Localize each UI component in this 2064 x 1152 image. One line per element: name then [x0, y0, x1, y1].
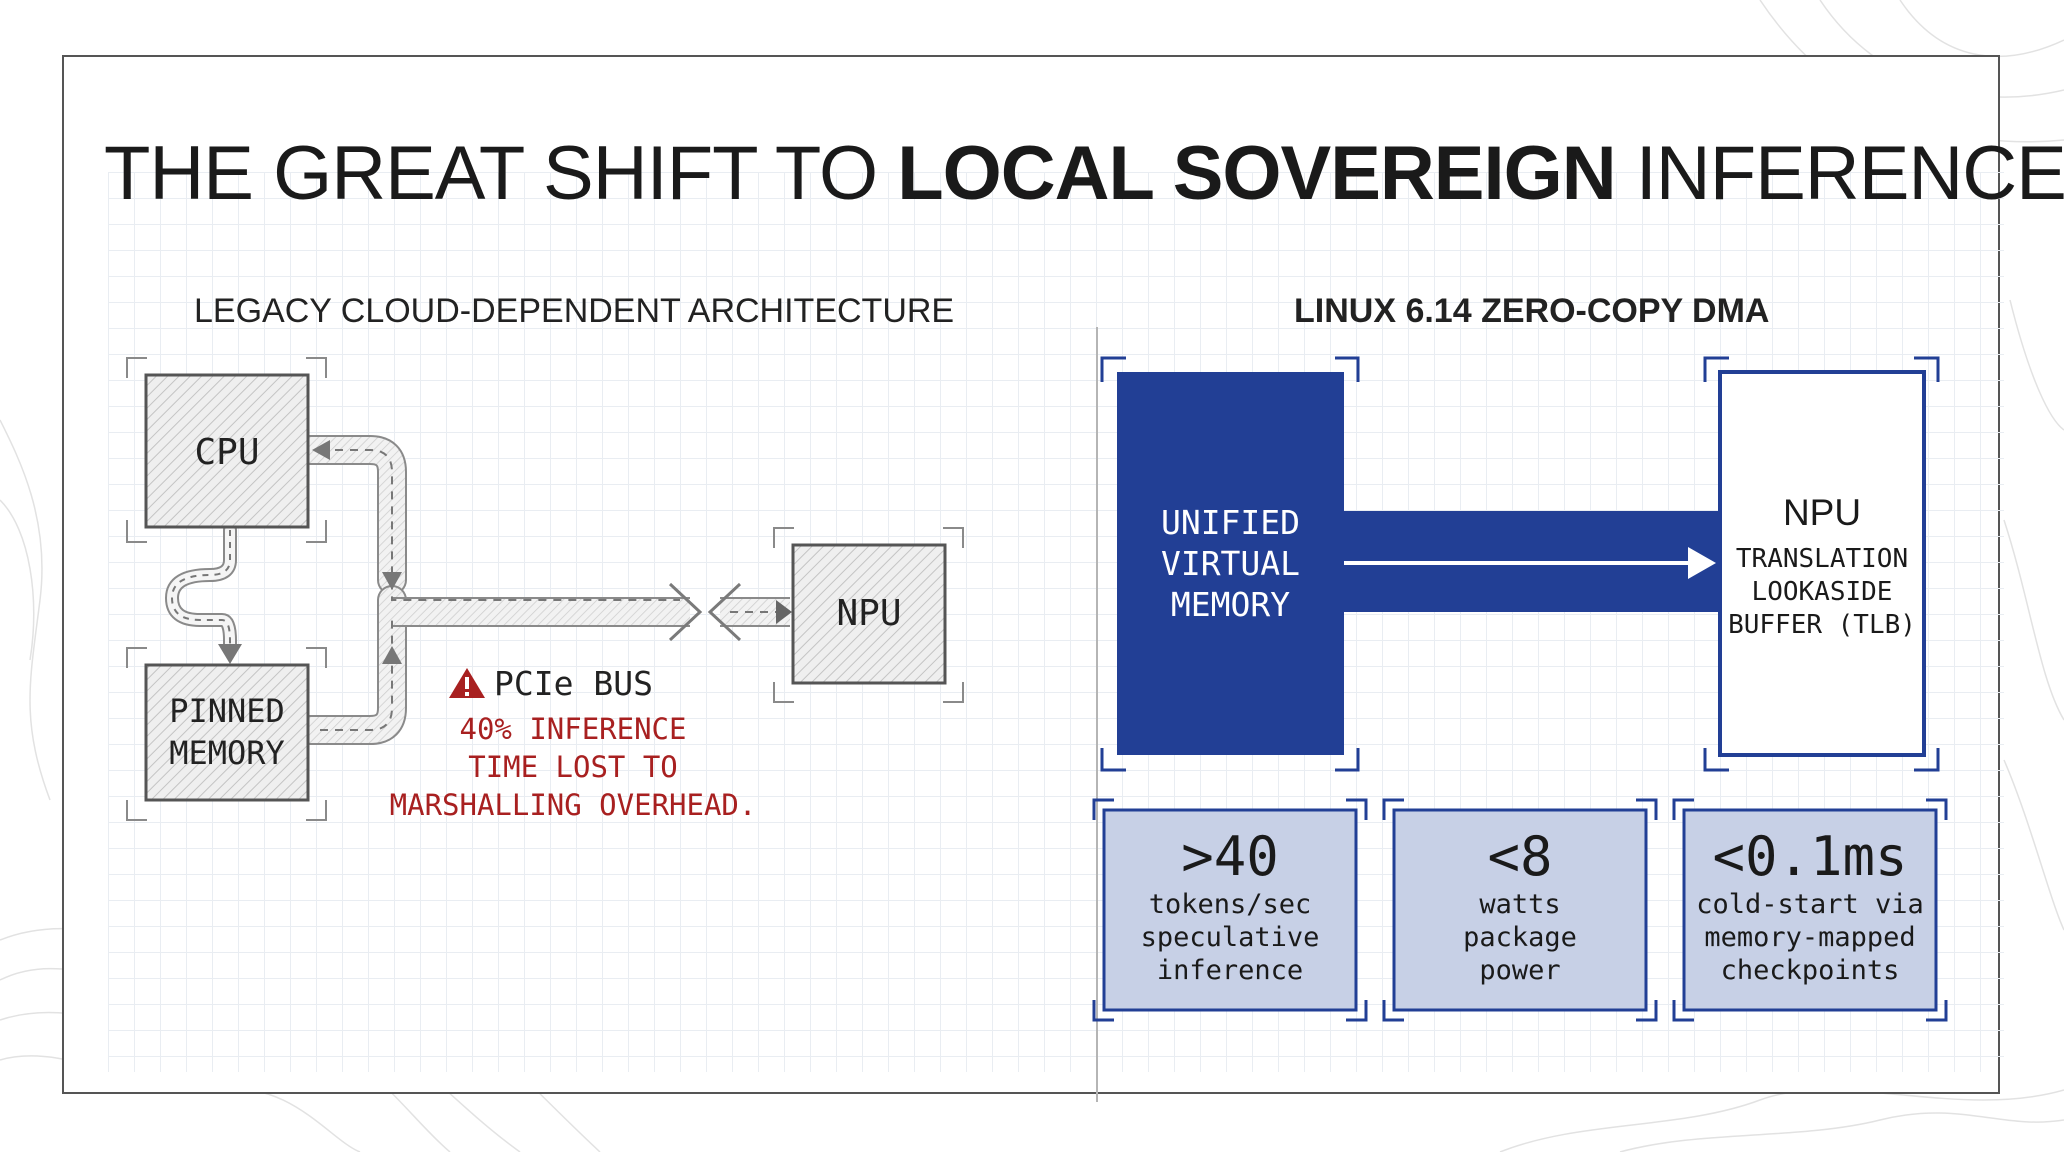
slide-title: THE GREAT SHIFT TO LOCAL SOVEREIGN INFER…: [104, 130, 2064, 217]
stat-tokens-caption-2: speculative: [1140, 922, 1320, 953]
stat-coldstart-caption-1: cold-start via: [1696, 889, 1924, 920]
legacy-npu-box: [791, 543, 947, 685]
unified-memory-line-2: VIRTUAL: [1160, 544, 1301, 583]
stat-coldstart-caption-2: memory-mapped: [1704, 922, 1916, 953]
stat-tokens: >40 tokens/sec speculative inference: [1104, 826, 1356, 987]
stat-card-coldstart: [1682, 808, 1938, 1012]
stat-tokens-caption-3: inference: [1156, 955, 1304, 986]
tlb-subtitle: TRANSLATION LOOKASIDE BUFFER (TLB): [1720, 543, 1924, 642]
title-emphasis: LOCAL SOVEREIGN: [897, 130, 1616, 216]
tlb-line-3: BUFFER (TLB): [1728, 610, 1916, 640]
stat-watts-caption-1: watts: [1479, 889, 1561, 920]
unified-memory-block: [1117, 372, 1344, 755]
pinned-memory-line-2: MEMORY: [169, 734, 285, 772]
pinned-memory-box: [144, 663, 310, 802]
stat-card-watts: [1392, 808, 1648, 1012]
tlb-line-2: LOOKASIDE: [1751, 577, 1893, 607]
stat-coldstart-caption-3: checkpoints: [1720, 955, 1900, 986]
unified-memory-line-1: UNIFIED: [1160, 503, 1301, 542]
stat-watts: <8 watts package power: [1394, 826, 1646, 987]
pcie-pipes: [164, 435, 792, 745]
legacy-heading: LEGACY CLOUD-DEPENDENT ARCHITECTURE: [194, 292, 955, 330]
pcie-bus-label: PCIe BUS: [494, 664, 653, 703]
cpu-label: CPU: [194, 432, 260, 473]
pinned-memory-label: PINNED MEMORY: [146, 690, 308, 774]
unified-memory-label: UNIFIED VIRTUAL MEMORY: [1117, 502, 1344, 625]
cpu-box: [144, 373, 310, 529]
pinned-memory-line-1: PINNED: [169, 692, 285, 730]
tlb-npu-title: NPU: [1782, 492, 1862, 533]
unified-memory-line-3: MEMORY: [1170, 585, 1291, 624]
section-divider: [1096, 327, 1098, 1102]
stat-watts-caption-3: power: [1479, 955, 1561, 986]
stat-tokens-caption-1: tokens/sec: [1148, 889, 1312, 920]
stat-watts-caption-2: package: [1463, 922, 1577, 953]
legacy-npu-label: NPU: [836, 593, 902, 634]
stat-watts-value: <8: [1487, 825, 1553, 888]
tlb-box: [1718, 370, 1926, 757]
title-part-1: THE GREAT SHIFT TO: [104, 130, 898, 216]
tlb-line-1: TRANSLATION: [1735, 544, 1909, 574]
stat-card-tokens: [1102, 808, 1358, 1012]
legacy-bracket-marks: [126, 357, 964, 821]
stat-coldstart-value: <0.1ms: [1712, 825, 1908, 888]
modern-bracket-marks: [1100, 356, 1940, 772]
overhead-warning-note: 40% INFERENCE TIME LOST TO MARSHALLING O…: [389, 712, 757, 822]
modern-heading: LINUX 6.14 ZERO-COPY DMA: [1294, 292, 1770, 330]
title-part-2: INFERENCE: [1615, 130, 2064, 216]
warning-triangle-icon: [449, 668, 485, 698]
stat-card-brackets: [1092, 798, 1948, 1022]
stat-coldstart: <0.1ms cold-start via memory-mapped chec…: [1684, 826, 1936, 987]
stat-tokens-value: >40: [1181, 825, 1279, 888]
